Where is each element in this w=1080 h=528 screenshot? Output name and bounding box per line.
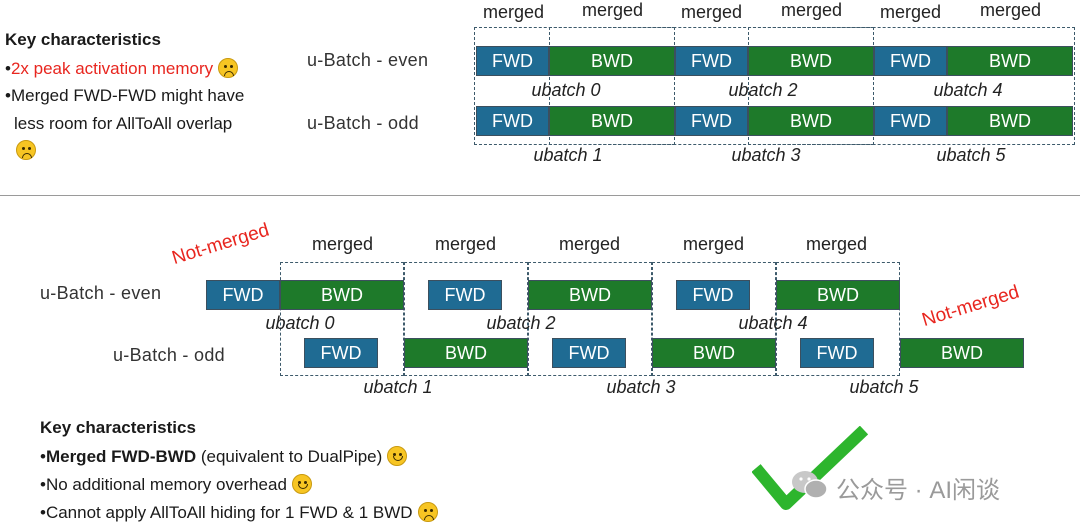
bottom-key-title: Key characteristics xyxy=(40,418,196,437)
bottom-odd-bwd-0: BWD xyxy=(404,338,528,368)
bottom-merged-header-3: merged xyxy=(558,234,621,254)
top-ubatch-3: ubatch 3 xyxy=(731,145,801,165)
top-merged-header-5: merged xyxy=(879,2,942,22)
bottom-bullet-1-bold: Merged FWD-BWD xyxy=(45,447,197,466)
top-even-bwd-0: BWD xyxy=(549,46,675,76)
bottom-ubatch-1: ubatch 1 xyxy=(363,377,433,397)
bottom-merged-group-1 xyxy=(280,262,404,376)
not-merged-right-label: Not-merged xyxy=(919,281,1022,332)
wechat-logo-icon xyxy=(792,471,828,499)
top-ubatch-0: ubatch 0 xyxy=(531,80,601,100)
top-merged-header-4: merged xyxy=(780,0,843,20)
sad-face-icon xyxy=(218,58,239,78)
bottom-ubatch-5: ubatch 5 xyxy=(849,377,919,397)
bottom-even-bwd-0: BWD xyxy=(280,280,404,310)
sad-face-icon xyxy=(16,140,36,161)
bottom-odd-bwd-2: BWD xyxy=(900,338,1024,368)
top-ubatch-2: ubatch 2 xyxy=(728,80,798,100)
bottom-merged-group-3 xyxy=(528,262,652,376)
bottom-even-fwd-2: FWD xyxy=(676,280,750,310)
bottom-ubatch-0: ubatch 0 xyxy=(265,313,335,333)
not-merged-left-label: Not-merged xyxy=(169,219,272,270)
bottom-merged-header-2: merged xyxy=(434,234,497,254)
bottom-even-fwd-0: FWD xyxy=(206,280,280,310)
top-merged-header-3: merged xyxy=(680,2,743,22)
top-ubatch-5: ubatch 5 xyxy=(936,145,1006,165)
top-odd-fwd-0: FWD xyxy=(476,106,549,136)
bottom-odd-fwd-1: FWD xyxy=(552,338,626,368)
bottom-odd-fwd-0: FWD xyxy=(304,338,378,368)
top-odd-bwd-1: BWD xyxy=(748,106,874,136)
top-even-fwd-0: FWD xyxy=(476,46,549,76)
check-mark-icon xyxy=(752,426,868,510)
bottom-odd-bwd-1: BWD xyxy=(652,338,776,368)
top-bullet-2-text: Merged FWD-FWD might have xyxy=(10,86,245,105)
bottom-row-even-label: u-Batch - even xyxy=(40,283,162,303)
watermark-text: 公众号 · AI闲谈 xyxy=(836,477,1001,504)
top-bullet-2: •Merged FWD-FWD might have xyxy=(5,86,245,105)
bottom-row-odd-label: u-Batch - odd xyxy=(113,345,225,365)
top-ubatch-4: ubatch 4 xyxy=(933,80,1003,100)
top-merged-header-6: merged xyxy=(979,0,1042,20)
top-even-fwd-1: FWD xyxy=(675,46,748,76)
top-row-even-label: u-Batch - even xyxy=(307,50,429,70)
bottom-bullet-2: •No additional memory overhead xyxy=(40,474,312,495)
bottom-bullet-2-text: No additional memory overhead xyxy=(45,475,287,494)
bottom-merged-group-2 xyxy=(404,262,528,376)
section-divider xyxy=(0,195,1080,196)
bottom-odd-fwd-2: FWD xyxy=(800,338,874,368)
top-merged-header-1: merged xyxy=(482,2,545,22)
top-odd-bwd-0: BWD xyxy=(549,106,675,136)
bottom-bullet-3-text: Cannot apply AllToAll hiding for 1 FWD &… xyxy=(45,503,413,522)
bottom-bullet-1: •Merged FWD-BWD (equivalent to DualPipe) xyxy=(40,446,408,467)
bottom-bullet-1-rest: (equivalent to DualPipe) xyxy=(196,447,383,466)
top-odd-fwd-2: FWD xyxy=(874,106,947,136)
top-odd-fwd-1: FWD xyxy=(675,106,748,136)
bottom-ubatch-3: ubatch 3 xyxy=(606,377,676,397)
top-even-bwd-2: BWD xyxy=(947,46,1073,76)
bottom-even-fwd-1: FWD xyxy=(428,280,502,310)
bottom-merged-header-4: merged xyxy=(682,234,745,254)
sad-face-icon xyxy=(417,502,438,522)
bottom-merged-group-4 xyxy=(652,262,776,376)
top-key-title: Key characteristics xyxy=(5,30,161,49)
happy-face-icon xyxy=(291,474,312,494)
top-bullet-2-cont: less room for AllToAll overlap xyxy=(14,114,233,133)
top-row-odd-label: u-Batch - odd xyxy=(307,113,419,133)
bottom-bullet-3: •Cannot apply AllToAll hiding for 1 FWD … xyxy=(40,502,438,523)
top-even-bwd-1: BWD xyxy=(748,46,874,76)
top-even-fwd-2: FWD xyxy=(874,46,947,76)
bottom-ubatch-2: ubatch 2 xyxy=(486,313,556,333)
top-bullet-1-text: 2x peak activation memory xyxy=(10,59,214,78)
bottom-merged-header-1: merged xyxy=(311,234,374,254)
top-ubatch-1: ubatch 1 xyxy=(533,145,603,165)
bottom-merged-group-5 xyxy=(776,262,900,376)
top-merged-group-2 xyxy=(549,27,675,145)
top-merged-group-4 xyxy=(748,27,874,145)
happy-face-icon xyxy=(387,446,408,466)
bottom-even-bwd-1: BWD xyxy=(528,280,652,310)
top-merged-header-2: merged xyxy=(581,0,644,20)
top-bullet-1: •2x peak activation memory xyxy=(5,58,239,79)
bottom-merged-header-5: merged xyxy=(805,234,868,254)
bottom-ubatch-4: ubatch 4 xyxy=(738,313,808,333)
top-odd-bwd-2: BWD xyxy=(947,106,1073,136)
bottom-even-bwd-2: BWD xyxy=(776,280,900,310)
